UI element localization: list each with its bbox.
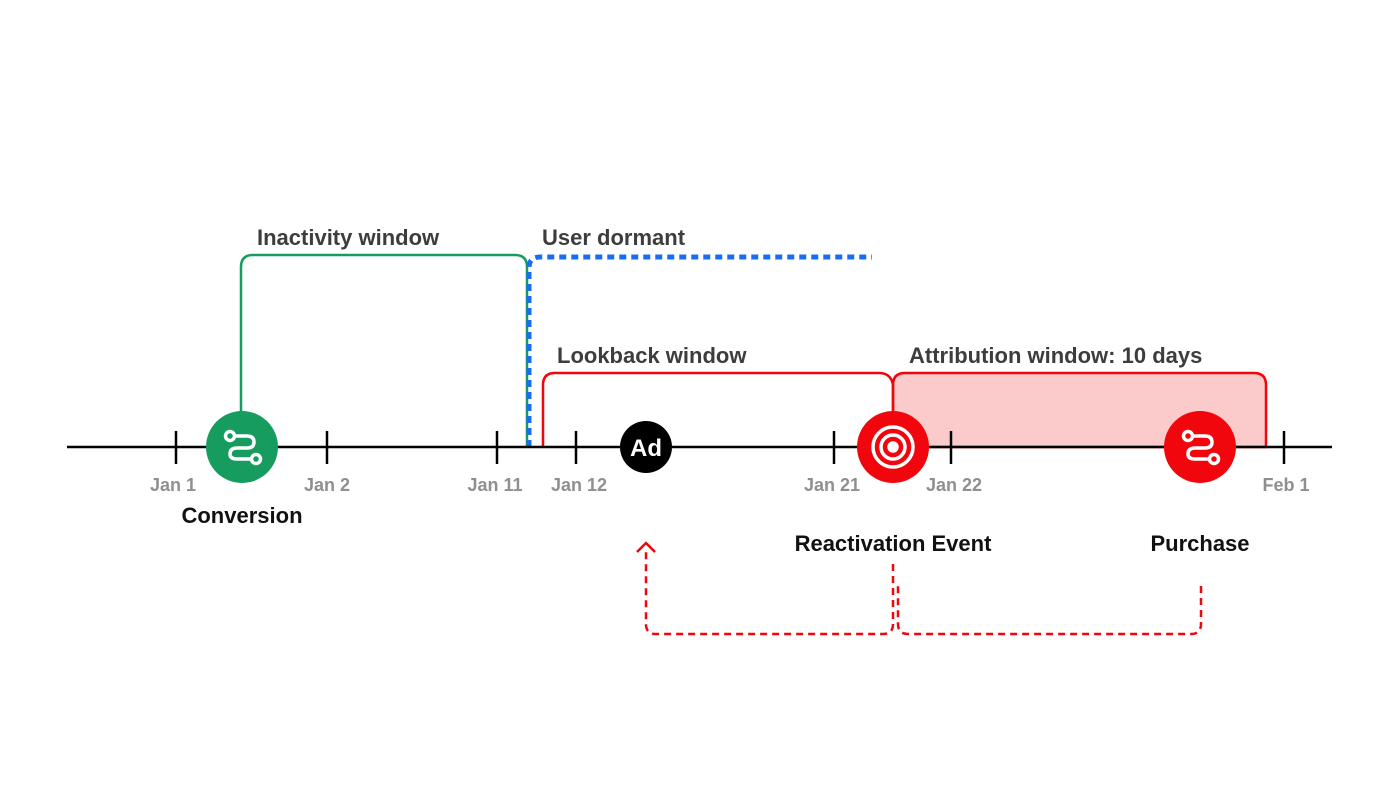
tick-label-jan-2: Jan 2 bbox=[304, 475, 350, 495]
arrowhead-up-icon bbox=[636, 541, 656, 553]
tick-label-jan-22: Jan 22 bbox=[926, 475, 982, 495]
inactivity-window-label: Inactivity window bbox=[257, 225, 440, 250]
target-icon bbox=[871, 425, 915, 469]
purchase-node bbox=[1164, 411, 1236, 483]
purchase-label: Purchase bbox=[1150, 531, 1249, 556]
ad-node: Ad bbox=[620, 421, 672, 473]
attribution-arrows bbox=[644, 552, 1203, 636]
tick-label-feb-1: Feb 1 bbox=[1262, 475, 1309, 495]
timeline-ticks bbox=[174, 431, 1286, 464]
reactivation-label: Reactivation Event bbox=[795, 531, 993, 556]
tick-label-jan-11: Jan 11 bbox=[467, 475, 522, 495]
conversion-label: Conversion bbox=[181, 503, 302, 528]
lookback-window-bracket bbox=[541, 371, 895, 447]
ad-badge: Ad bbox=[630, 435, 662, 462]
tick-label-jan-12: Jan 12 bbox=[551, 475, 607, 495]
conversion-node bbox=[206, 411, 278, 483]
user-dormant-line bbox=[526, 254, 872, 447]
user-dormant-label: User dormant bbox=[542, 225, 686, 250]
purchase-to-reactivation-path bbox=[896, 586, 1203, 636]
tick-label-jan-21: Jan 21 bbox=[804, 475, 860, 495]
tick-label-jan-1: Jan 1 bbox=[150, 475, 196, 495]
route-icon bbox=[223, 429, 263, 466]
reactivation-node bbox=[857, 411, 929, 483]
attribution-window-label: Attribution window: 10 days bbox=[909, 343, 1202, 368]
lookback-window-label: Lookback window bbox=[557, 343, 747, 368]
route-icon bbox=[1181, 429, 1221, 466]
reactivation-to-ad-path bbox=[644, 552, 895, 636]
inactivity-window-bracket bbox=[239, 253, 529, 447]
